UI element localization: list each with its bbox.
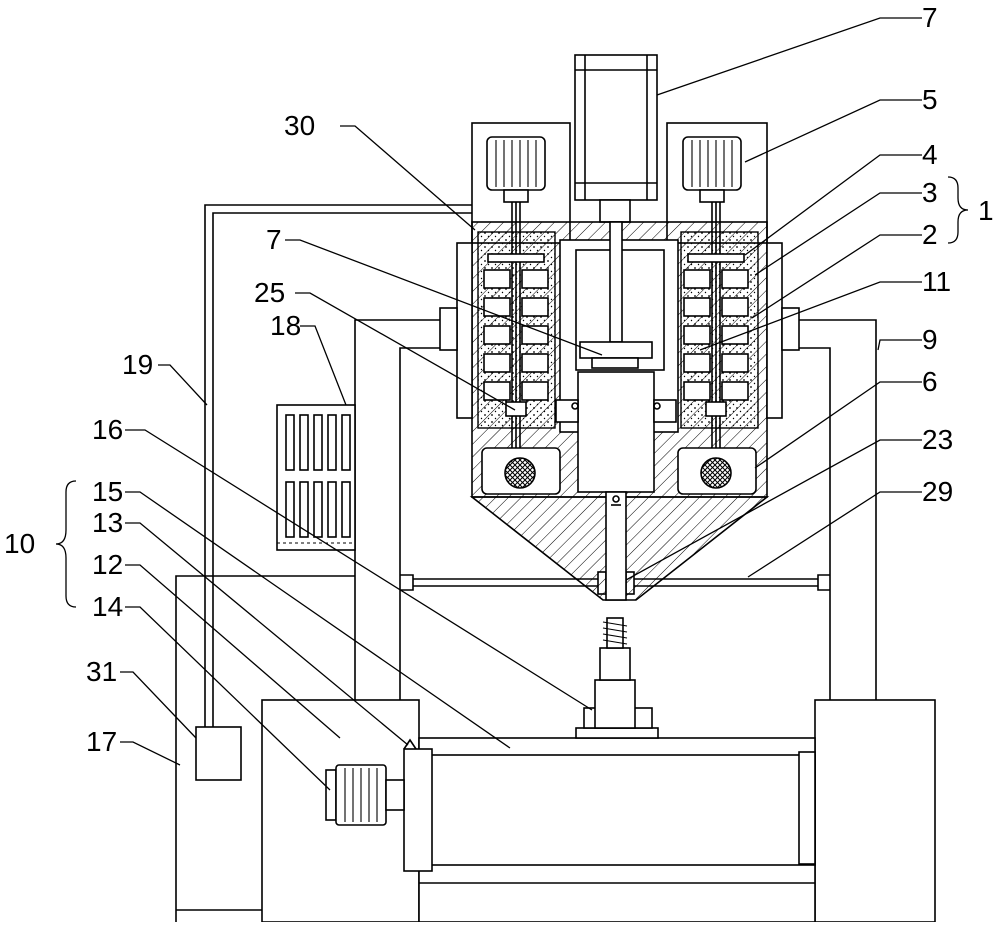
- label-3: 3: [922, 177, 938, 208]
- workpiece-fixture: [576, 618, 658, 738]
- label-31: 31: [86, 656, 117, 687]
- label-2: 2: [922, 219, 938, 250]
- label-30: 30: [284, 110, 315, 141]
- label-1: 1: [978, 195, 994, 226]
- label-14: 14: [92, 591, 123, 622]
- label-15: 15: [92, 476, 123, 507]
- box-31: [196, 727, 241, 780]
- label-9: 9: [922, 324, 938, 355]
- label-7-top: 7: [922, 2, 938, 33]
- label-23: 23: [922, 424, 953, 455]
- label-29: 29: [922, 476, 953, 507]
- label-16: 16: [92, 414, 123, 445]
- label-11: 11: [922, 266, 951, 297]
- control-panel-18: [277, 405, 355, 550]
- label-12: 12: [92, 549, 123, 580]
- label-7-mid: 7: [266, 224, 282, 255]
- label-5: 5: [922, 84, 938, 115]
- label-6: 6: [922, 366, 938, 397]
- spindle-head: [440, 55, 799, 600]
- brace-10: [56, 481, 76, 607]
- label-4: 4: [922, 139, 938, 170]
- label-19: 19: [122, 349, 153, 380]
- label-10: 10: [4, 528, 35, 559]
- label-17: 17: [86, 726, 117, 757]
- label-13: 13: [92, 507, 123, 538]
- label-25: 25: [254, 277, 285, 308]
- label-18: 18: [270, 310, 301, 341]
- brace-1: [948, 177, 968, 243]
